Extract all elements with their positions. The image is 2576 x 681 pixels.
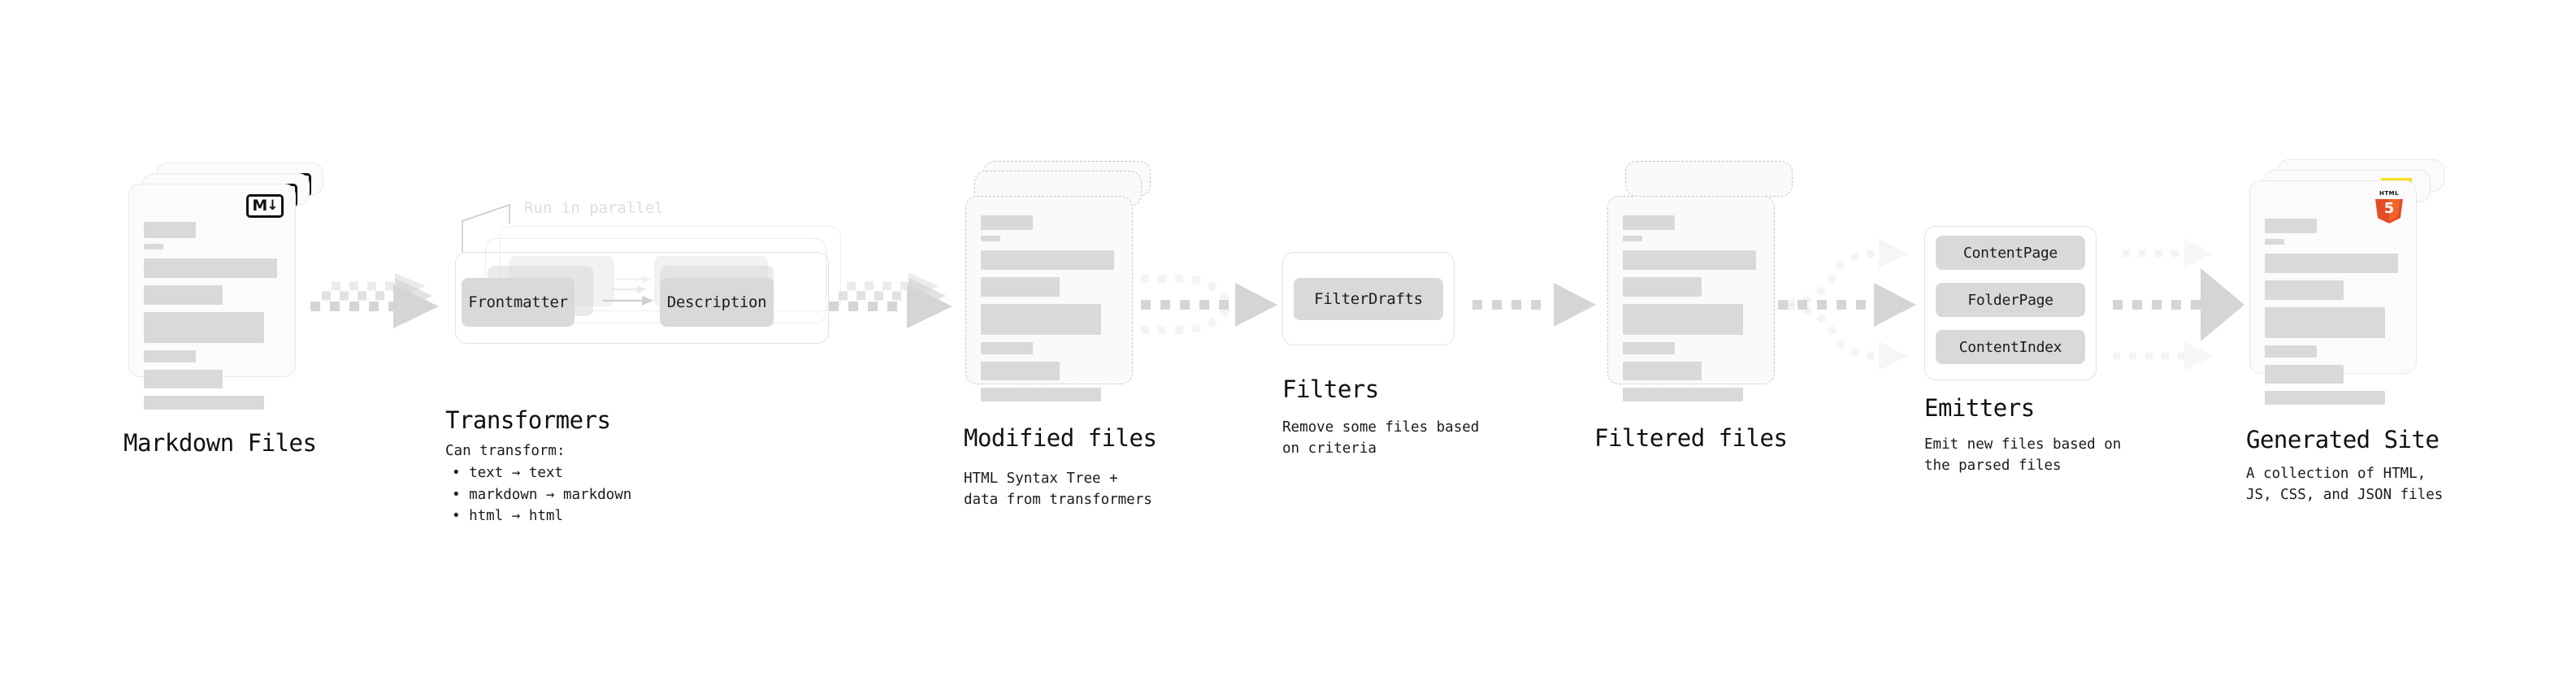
placeholder-bar — [144, 244, 163, 249]
filters-description-line-1: Remove some files based — [1282, 419, 1480, 436]
placeholder-bar — [2265, 345, 2317, 358]
generated-site-description-line-2: JS, CSS, and JSON files — [2246, 487, 2444, 503]
placeholder-bar — [2265, 219, 2317, 233]
emitters-description-line-1: Emit new files based on — [1924, 436, 2122, 453]
placeholder-bar — [144, 258, 277, 278]
placeholder-bar — [981, 250, 1114, 270]
placeholder-bar — [1623, 236, 1642, 241]
transformers-bullet-list: text → text markdown → markdown html → h… — [452, 462, 631, 527]
emitters-description-line-2: the parsed files — [1924, 458, 2062, 474]
placeholder-bar — [144, 222, 196, 238]
placeholder-bar — [144, 285, 223, 305]
generated-site-card-front: HTML 5 — [2249, 180, 2417, 405]
placeholder-bar — [981, 342, 1033, 354]
generated-site-description-line-1: A collection of HTML, — [2246, 466, 2426, 482]
transformer-node-frontmatter[interactable]: Frontmatter — [462, 278, 575, 327]
markdown-files-placeholder-lines — [144, 222, 280, 415]
markdown-files-card-front: M↓ — [128, 184, 296, 410]
placeholder-bar — [1623, 277, 1702, 297]
placeholder-bar — [144, 396, 264, 410]
filter-node-filterdrafts[interactable]: FilterDrafts — [1294, 278, 1443, 320]
placeholder-bar — [981, 215, 1033, 230]
placeholder-bar — [2265, 239, 2284, 245]
filtered-files-card-back-1 — [1625, 161, 1793, 197]
placeholder-bar — [2265, 280, 2344, 300]
html5-icon-number: 5 — [2383, 200, 2395, 217]
filtered-files-placeholder-lines — [1623, 215, 1759, 407]
generated-site-title: Generated Site — [2246, 426, 2439, 453]
placeholder-bar — [981, 277, 1060, 297]
modified-files-title: Modified files — [964, 424, 1157, 452]
placeholder-bar — [981, 388, 1101, 401]
emitters-title: Emitters — [1924, 394, 2035, 422]
markdown-icon: M↓ — [246, 194, 284, 218]
modified-files-placeholder-lines — [981, 215, 1117, 407]
placeholder-bar — [144, 312, 264, 343]
modified-files-card-front — [965, 196, 1133, 401]
html5-icon-shield-inner — [2389, 199, 2400, 221]
transformers-group-front — [455, 252, 829, 344]
placeholder-bar — [1623, 215, 1675, 230]
transformers-title: Transformers — [445, 406, 611, 434]
placeholder-bar — [981, 236, 1000, 241]
transformers-description: Can transform: — [445, 443, 566, 459]
emitter-node-contentindex[interactable]: ContentIndex — [1936, 330, 2085, 364]
modified-files-description-line-2: data from transformers — [964, 492, 1152, 508]
emitter-node-folderpage[interactable]: FolderPage — [1936, 283, 2085, 317]
placeholder-bar — [2265, 391, 2385, 405]
run-in-parallel-annotation: Run in parallel — [524, 199, 664, 217]
placeholder-bar — [144, 370, 223, 388]
transformer-node-description[interactable]: Description — [660, 278, 774, 327]
placeholder-bar — [1623, 304, 1743, 335]
filtered-files-title: Filtered files — [1594, 424, 1788, 452]
markdown-icon-arrow: ↓ — [267, 197, 278, 214]
placeholder-bar — [2265, 307, 2385, 338]
emitter-node-contentpage[interactable]: ContentPage — [1936, 236, 2085, 270]
placeholder-bar — [2265, 254, 2398, 273]
filters-title: Filters — [1282, 375, 1379, 403]
placeholder-bar — [1623, 342, 1675, 354]
html5-icon-label: HTML — [2379, 190, 2400, 197]
filtered-files-card-front — [1607, 196, 1775, 401]
placeholder-bar — [1623, 250, 1756, 270]
placeholder-bar — [144, 350, 196, 362]
placeholder-bar — [981, 304, 1101, 335]
placeholder-bar — [2265, 365, 2344, 384]
filters-description-line-2: on criteria — [1282, 440, 1377, 457]
placeholder-bar — [1623, 388, 1743, 401]
placeholder-bar — [1623, 362, 1702, 380]
generated-site-placeholder-lines — [2265, 219, 2401, 410]
markdown-files-title: Markdown Files — [124, 429, 317, 457]
markdown-icon-letter: M — [252, 197, 267, 215]
transformers-bullet-item: html → html — [452, 505, 631, 527]
modified-files-description-line-1: HTML Syntax Tree + — [964, 471, 1118, 487]
transformers-bullet-item: text → text — [452, 462, 631, 484]
html5-icon: HTML 5 — [2375, 191, 2403, 223]
placeholder-bar — [981, 362, 1060, 380]
transformers-bullet-item: markdown → markdown — [452, 484, 631, 506]
